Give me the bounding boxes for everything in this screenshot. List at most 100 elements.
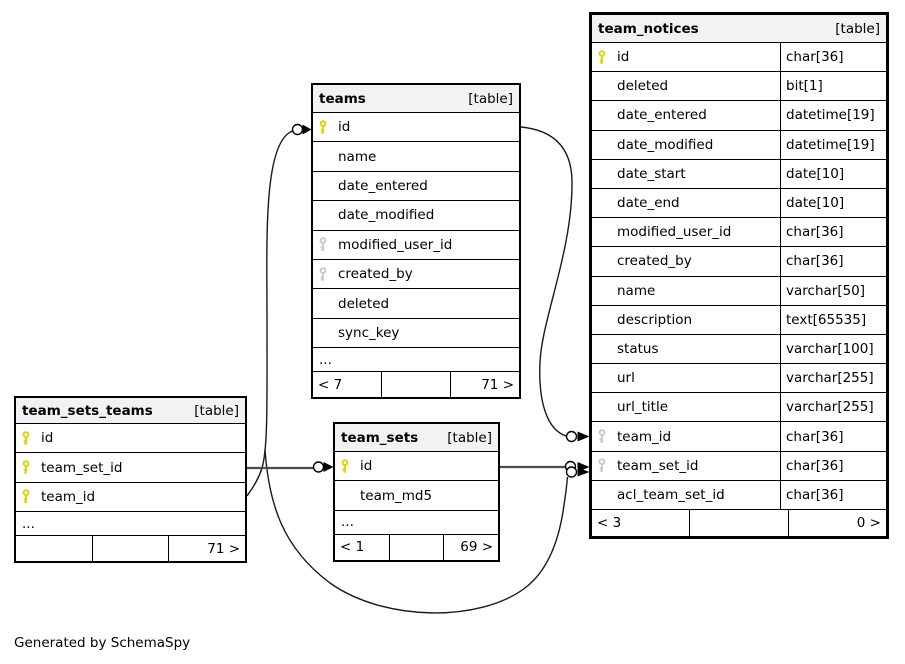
column-name: name — [617, 282, 656, 299]
table-teams-header: teams [table] — [313, 85, 519, 113]
foreign-key-icon — [318, 267, 328, 282]
column-type: varchar[255] — [780, 364, 886, 393]
footer-mid-cell — [689, 510, 787, 536]
table-row: date_entered — [313, 172, 519, 202]
table-row: team_set_id — [16, 453, 245, 483]
connector-team_sets-id — [312, 461, 334, 473]
footer-mid-cell — [381, 372, 450, 398]
column-type: varchar[50] — [780, 276, 886, 305]
column-name: deleted — [338, 295, 390, 312]
table-team_sets-title[interactable]: team_sets — [341, 429, 419, 446]
table-team_sets_teams-tag: [table] — [194, 402, 239, 419]
column-name: description — [617, 311, 693, 328]
column-name: team_id — [617, 428, 672, 445]
column-type: char[36] — [780, 247, 886, 276]
table-row: deleted — [313, 289, 519, 319]
table-team_sets_teams: team_sets_teams [table] id team_set_id t… — [14, 396, 247, 564]
table-row: date_entered datetime[19] — [592, 101, 886, 131]
generator-caption: Generated by SchemaSpy — [14, 635, 191, 651]
table-row: created_by — [313, 260, 519, 290]
column-name: modified_user_id — [617, 224, 732, 241]
column-name: deleted — [617, 78, 669, 95]
footer-rows-count: 69 > — [443, 534, 498, 560]
primary-key-icon — [21, 431, 31, 446]
table-footer: 71 > — [16, 536, 245, 562]
edge-teams-team_sets_teams — [246, 130, 293, 497]
primary-key-icon — [318, 120, 328, 135]
table-row: url varchar[255] — [592, 364, 886, 394]
column-name: sync_key — [338, 324, 400, 341]
column-name: id — [338, 119, 351, 136]
table-team_notices-tag: [table] — [835, 20, 880, 37]
column-name: date_start — [617, 165, 686, 182]
column-name: date_end — [617, 195, 680, 212]
ellipsis-row: ... — [16, 512, 245, 537]
table-team_sets_teams-title[interactable]: team_sets_teams — [22, 402, 153, 419]
table-row: team_md5 — [335, 481, 498, 511]
table-row: id char[36] — [592, 43, 886, 73]
table-team_sets_teams-header: team_sets_teams [table] — [16, 398, 245, 424]
table-row: date_start date[10] — [592, 159, 886, 189]
table-row: id — [313, 113, 519, 143]
connector-team_notices-team_id — [565, 430, 590, 443]
table-team_notices-header: team_notices [table] — [592, 15, 886, 43]
edge-teams-team_notices — [520, 126, 573, 437]
primary-key-icon — [597, 50, 607, 65]
column-name: created_by — [617, 253, 692, 270]
footer-parents-count — [16, 536, 92, 561]
footer-parents-count: < 3 — [597, 515, 622, 531]
column-name: status — [617, 340, 659, 357]
footer-parents-count: < 1 — [340, 539, 365, 556]
footer-parents-count: < 7 — [318, 376, 343, 393]
column-name: date_entered — [338, 177, 428, 194]
column-name: id — [617, 49, 630, 66]
column-name: team_set_id — [41, 459, 123, 476]
column-type: char[36] — [780, 451, 886, 480]
foreign-key-icon — [318, 237, 328, 252]
table-row: team_id — [16, 483, 245, 513]
column-name: team_set_id — [617, 457, 699, 474]
column-type: varchar[255] — [780, 393, 886, 422]
column-type: char[36] — [780, 422, 886, 451]
table-row: url_title varchar[255] — [592, 393, 886, 423]
table-team_notices-title[interactable]: team_notices — [598, 20, 699, 37]
table-row: status varchar[100] — [592, 334, 886, 365]
column-type: text[65535] — [780, 305, 886, 334]
column-name: id — [360, 458, 373, 475]
table-row: modified_user_id char[36] — [592, 218, 886, 248]
table-row: id — [16, 424, 245, 454]
column-name: acl_team_set_id — [617, 486, 725, 503]
table-teams: teams [table] id name date_entered date_… — [311, 83, 521, 400]
ellipsis-row: ... — [335, 511, 498, 535]
primary-key-icon — [21, 489, 31, 504]
footer-rows-count: 71 > — [450, 372, 519, 398]
table-row: created_by char[36] — [592, 247, 886, 277]
primary-key-icon — [340, 459, 350, 474]
column-type: bit[1] — [780, 72, 886, 101]
table-team_sets: team_sets [table] id team_md5 ... < 1 69… — [333, 422, 500, 562]
foreign-key-icon — [597, 458, 607, 473]
foreign-key-icon — [597, 429, 607, 444]
table-teams-title[interactable]: teams — [319, 90, 366, 107]
table-row: sync_key — [313, 319, 519, 349]
table-row: team_id char[36] — [592, 422, 886, 452]
table-footer: < 1 69 > — [335, 534, 498, 560]
column-type: datetime[19] — [780, 130, 886, 159]
table-team_notices: team_notices [table] id char[36] deleted… — [589, 12, 889, 539]
column-name: created_by — [338, 266, 413, 283]
column-name: team_md5 — [360, 487, 433, 504]
primary-key-icon — [21, 460, 31, 475]
column-type: varchar[100] — [780, 334, 886, 364]
table-row: date_modified — [313, 201, 519, 231]
column-name: date_entered — [617, 107, 707, 124]
table-teams-tag: [table] — [468, 90, 513, 107]
connector-team_notices-team_set_id — [564, 460, 590, 478]
column-type: char[36] — [780, 43, 886, 72]
ellipsis-row: ... — [313, 348, 519, 373]
column-type: date[10] — [780, 188, 886, 218]
table-row: id — [335, 452, 498, 482]
column-name: date_modified — [617, 136, 714, 153]
table-row: team_set_id char[36] — [592, 451, 886, 481]
footer-mid-cell — [91, 536, 169, 562]
